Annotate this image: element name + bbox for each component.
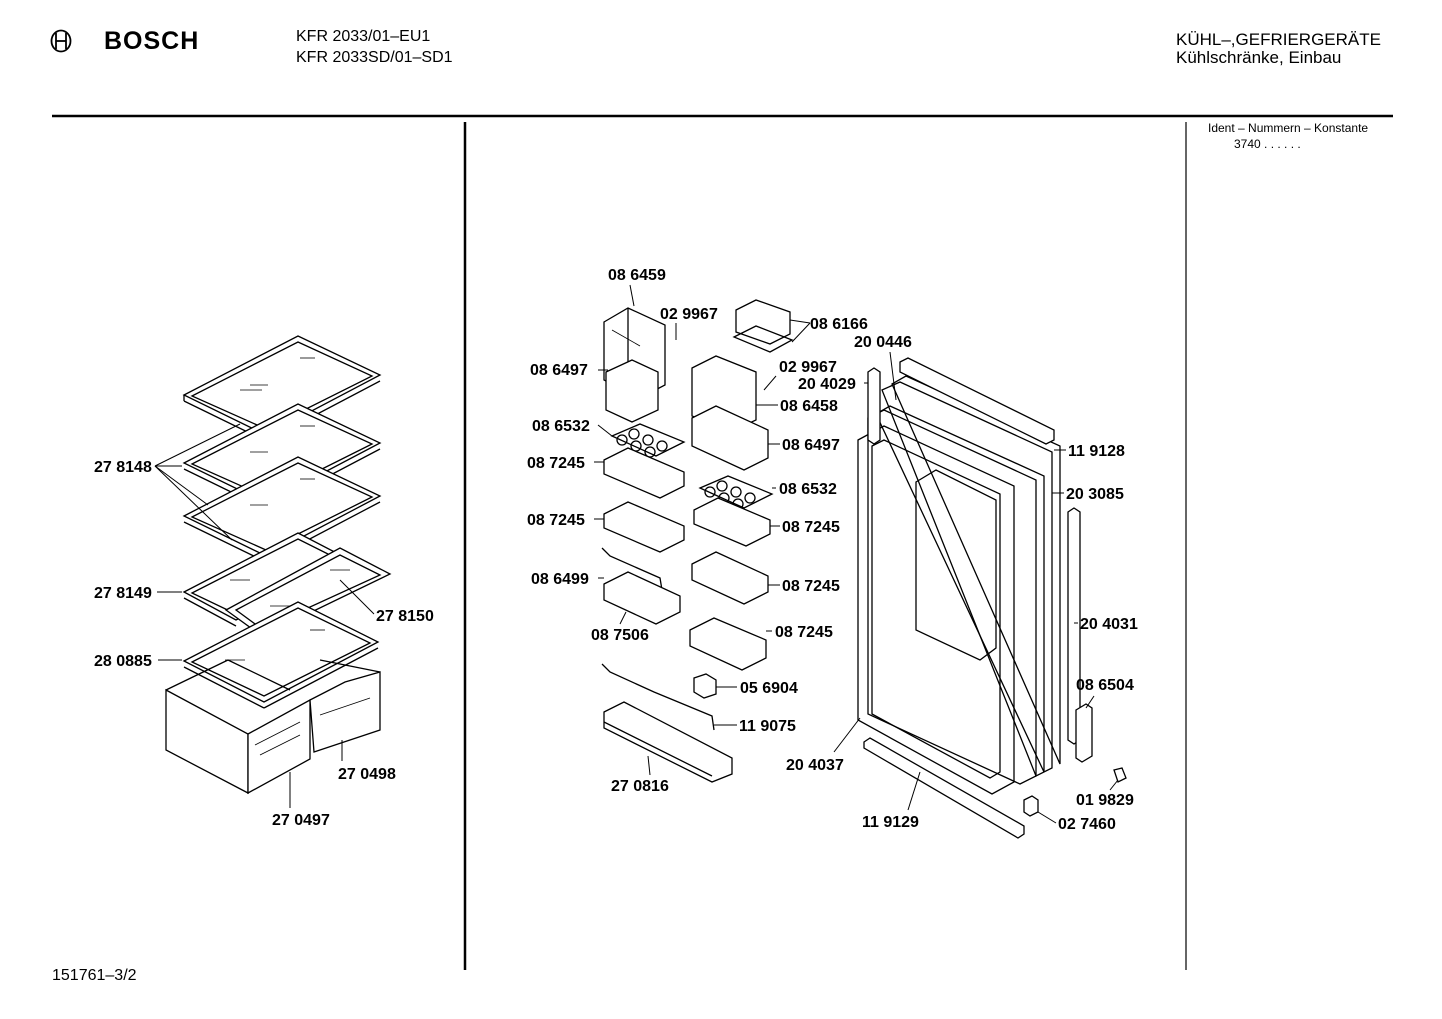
part-label-p-086458: 08 6458: [780, 398, 838, 415]
part-label-p-086497b: 08 6497: [782, 437, 840, 454]
leader-line: [339, 579, 375, 615]
category-subtitle: Kühlschränke, Einbau: [1176, 48, 1342, 67]
part-label-p-029967a: 02 9967: [660, 306, 718, 323]
part-label-p-119075: 11 9075: [739, 718, 796, 735]
leader-line: [791, 322, 811, 343]
part-label-p-119128: 11 9128: [1068, 443, 1125, 460]
document-number: 151761–3/2: [52, 967, 137, 984]
part-label-p-056904: 05 6904: [740, 680, 798, 697]
part-label-p-204029: 20 4029: [798, 376, 856, 393]
part-label-p-087506: 08 7506: [591, 627, 649, 644]
egg-tray-left: [610, 423, 686, 458]
part-label-p-087245e: 08 7245: [775, 624, 833, 641]
part-label-p-086166: 08 6166: [810, 316, 868, 333]
leader-line: [629, 284, 635, 307]
leader-line: [889, 351, 897, 401]
door-tray-right-1: [693, 497, 771, 547]
door-tray-left-3: [603, 571, 681, 625]
crisper-drawer-small: [309, 659, 381, 753]
part-label-p-203085: 20 3085: [1066, 486, 1124, 503]
part-label-p-200446: 20 0446: [854, 334, 912, 351]
part-label-p-086532b: 08 6532: [779, 481, 837, 498]
part-label-p-270816: 27 0816: [611, 778, 669, 795]
door-outer-panel: [881, 375, 1061, 777]
part-label-p-278148: 27 8148: [94, 459, 152, 476]
part-label-p-204037: 20 4037: [786, 757, 844, 774]
door-tray-right-3: [689, 617, 767, 671]
glass-shelf-top: [182, 335, 382, 442]
part-label-p-086499: 08 6499: [531, 571, 589, 588]
part-label-p-087245a: 08 7245: [527, 455, 585, 472]
part-label-p-087245b: 08 7245: [782, 519, 840, 536]
butter-compartment: [605, 359, 659, 423]
part-label-p-278149: 27 8149: [94, 585, 152, 602]
bottom-strip: [863, 737, 1025, 839]
dairy-compartment: [691, 405, 769, 471]
model-line-2: KFR 2033SD/01–SD1: [296, 49, 453, 66]
part-label-p-280885: 28 0885: [94, 653, 152, 670]
leader-line: [763, 375, 777, 391]
leader-line: [1109, 779, 1119, 791]
category-title: KÜHL–,GEFRIERGERÄTE: [1176, 30, 1381, 49]
part-label-p-086504: 08 6504: [1076, 677, 1134, 694]
crisper-drawer-large: [165, 659, 311, 795]
part-label-p-027460: 02 7460: [1058, 816, 1116, 833]
door-tray-right-2: [691, 551, 769, 605]
leader-line: [154, 465, 209, 506]
model-line-1: KFR 2033/01–EU1: [296, 28, 431, 45]
small-box-with-lid: [732, 299, 794, 353]
ident-label: Ident – Nummern – Konstante: [1208, 121, 1369, 135]
part-label-p-086532a: 08 6532: [532, 418, 590, 435]
leader-line: [154, 423, 241, 467]
door-tray-left-1: [603, 447, 685, 499]
part-label-p-204031: 20 4031: [1080, 616, 1138, 633]
bottle-guard-small: [601, 547, 663, 591]
bottle-shelf: [603, 701, 733, 783]
brand-name: BOSCH: [104, 27, 200, 55]
part-label-p-087245c: 08 7245: [527, 512, 585, 529]
part-label-p-270497: 27 0497: [272, 812, 330, 829]
leader-line: [619, 611, 627, 625]
part-label-p-278150: 27 8150: [376, 608, 434, 625]
leader-line: [647, 755, 651, 776]
part-label-p-019829: 01 9829: [1076, 792, 1134, 809]
leader-line: [154, 465, 233, 541]
bosch-armature-icon: [50, 29, 72, 53]
part-label-p-029967b: 02 9967: [779, 359, 837, 376]
part-label-p-119129: 11 9129: [862, 814, 919, 831]
door-inner-panel: [857, 425, 1015, 795]
part-label-p-270498: 27 0498: [338, 766, 396, 783]
bottle-guard-long: [601, 663, 715, 731]
clip-part: [693, 673, 717, 699]
screw-part: [1113, 767, 1127, 783]
cover-cap: [1023, 795, 1039, 817]
ident-value: 3740 . . . . . .: [1234, 137, 1301, 151]
leader-line: [907, 771, 921, 811]
leader-line: [833, 717, 861, 753]
door-side-strip: [867, 367, 881, 445]
hinge-bracket: [1075, 703, 1093, 763]
door-tray-left-2: [603, 501, 685, 553]
leader-line: [597, 424, 613, 437]
glass-shelf-bottom: [182, 601, 380, 709]
part-label-p-087245d: 08 7245: [782, 578, 840, 595]
leader-line: [789, 319, 811, 324]
door-top-strip: [899, 357, 1055, 445]
part-label-p-086459: 08 6459: [608, 267, 666, 284]
leader-line: [1085, 695, 1095, 709]
leader-line: [1037, 811, 1057, 824]
part-label-p-086497a: 08 6497: [530, 362, 588, 379]
